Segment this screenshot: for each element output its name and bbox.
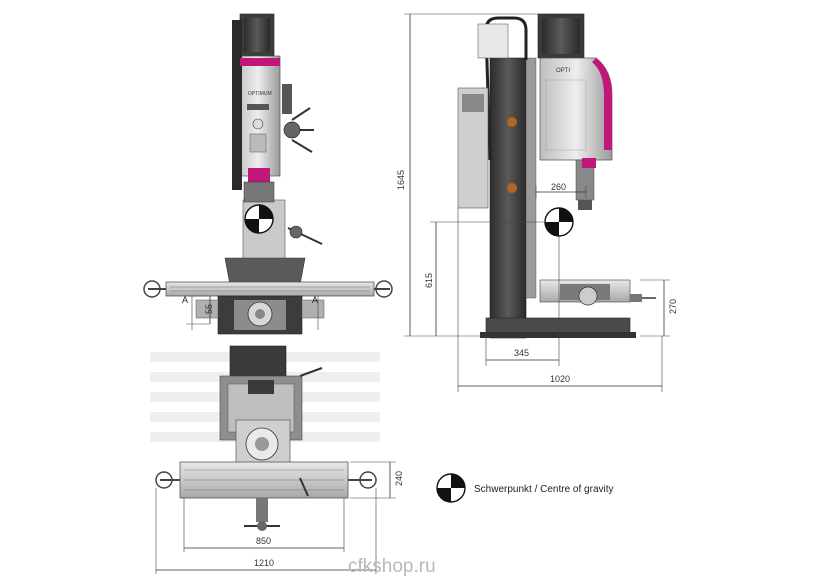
front-table bbox=[165, 281, 375, 297]
legend-label: Schwerpunkt / Centre of gravity bbox=[474, 484, 614, 495]
section-mark-right: A bbox=[312, 295, 318, 305]
cog-legend-icon bbox=[436, 473, 466, 503]
dim-615-label: 615 bbox=[424, 273, 434, 288]
side-view: OPTI 1645 615 260 bbox=[396, 13, 678, 392]
dim-270-label: 270 bbox=[668, 299, 678, 314]
cog-symbol-front bbox=[244, 204, 274, 234]
legend: Schwerpunkt / Centre of gravity bbox=[436, 473, 614, 503]
front-view: OPTIMUM bbox=[143, 13, 393, 335]
side-head-accent bbox=[592, 58, 612, 150]
head-accent-stripe bbox=[240, 58, 280, 66]
dim-260-label: 260 bbox=[551, 182, 566, 192]
dim-1645-label: 1645 bbox=[396, 170, 406, 190]
dim-1020-label: 1020 bbox=[550, 374, 570, 384]
dim-55-label: 55 bbox=[204, 304, 214, 314]
section-mark-left: A bbox=[182, 295, 188, 305]
quill-accent bbox=[248, 168, 270, 182]
dim-1210-label: 1210 bbox=[254, 558, 274, 568]
side-brand-label: OPTI bbox=[556, 68, 570, 74]
dim-850-label: 850 bbox=[256, 536, 271, 546]
feed-handle-icon bbox=[283, 107, 314, 153]
front-brand-label: OPTIMUM bbox=[248, 91, 272, 97]
cog-symbol-side bbox=[544, 207, 574, 237]
top-view: 240 850 1210 bbox=[150, 345, 404, 574]
dim-345-label: 345 bbox=[514, 348, 529, 358]
dim-240-label: 240 bbox=[394, 471, 404, 486]
watermark-text: cfkshop.ru bbox=[348, 556, 436, 577]
